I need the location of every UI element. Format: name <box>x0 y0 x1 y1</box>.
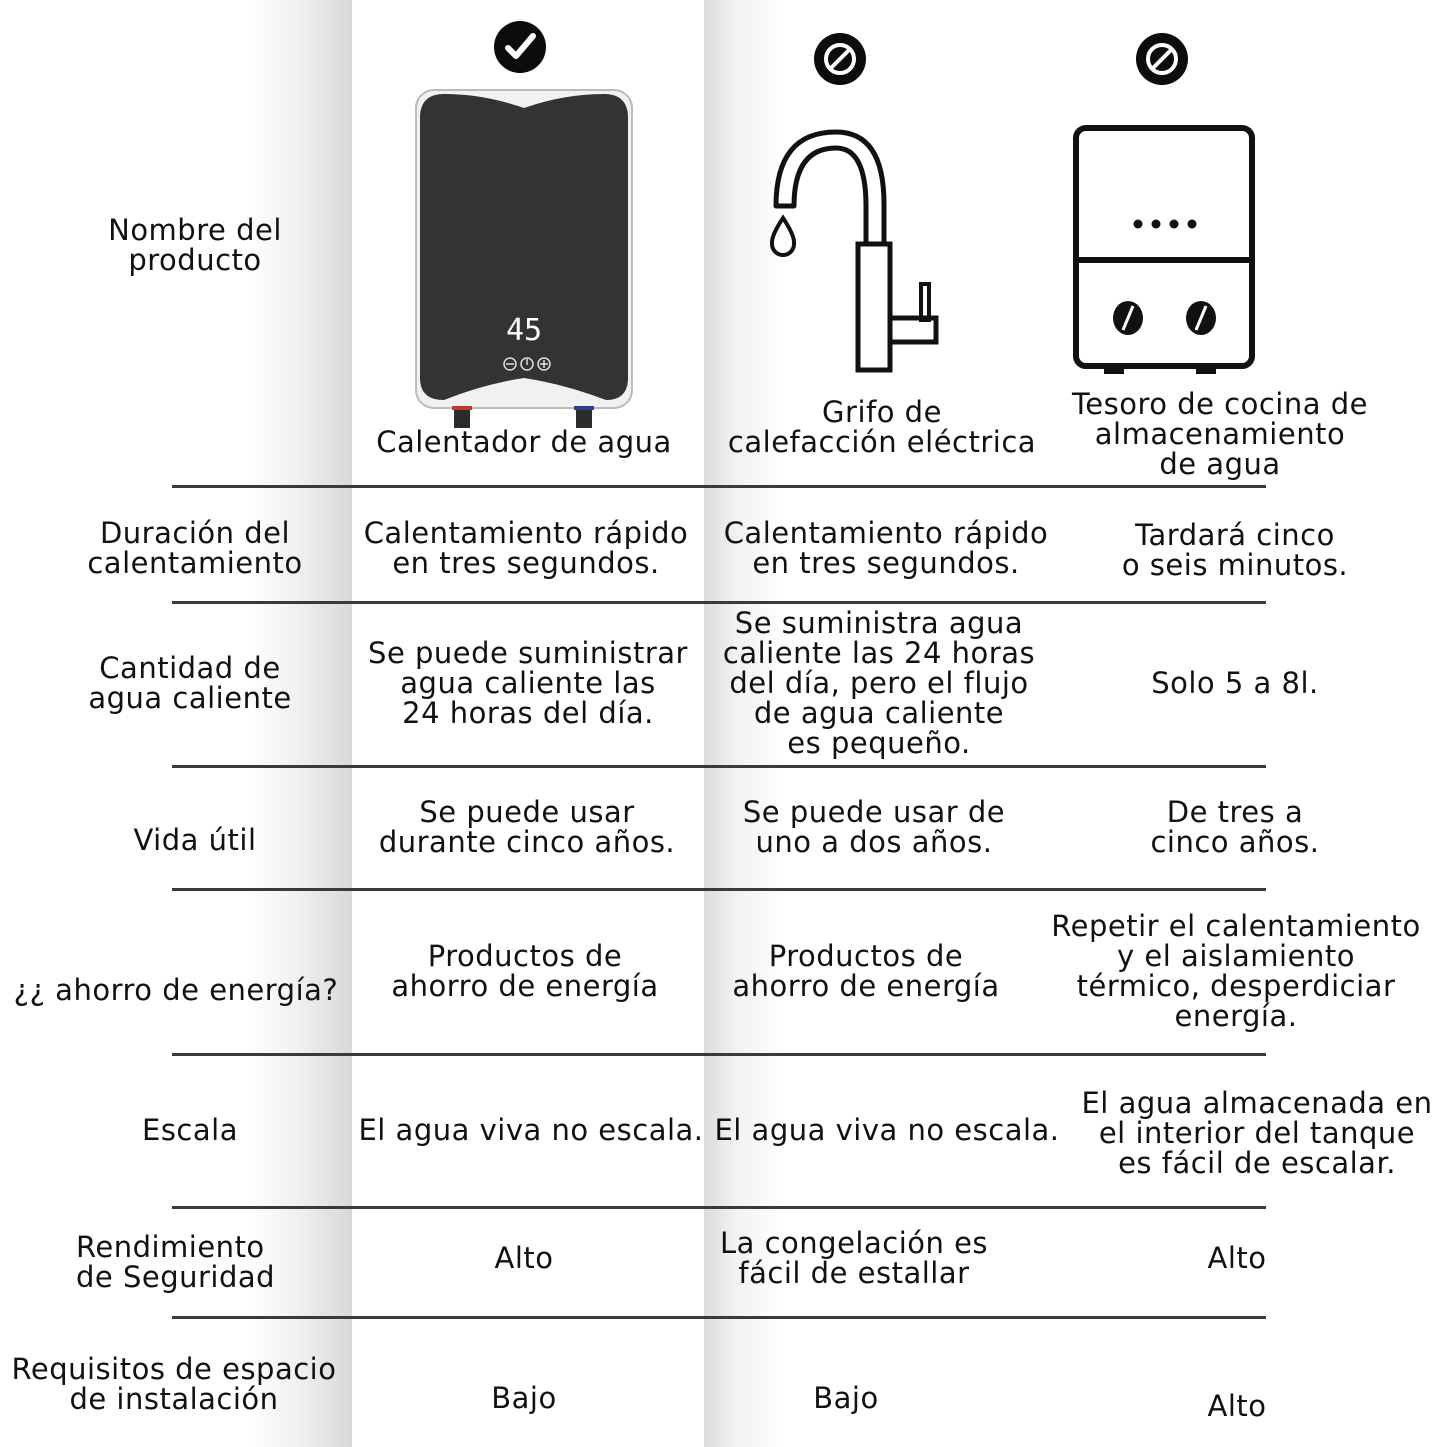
cell-value: Se puede suministrar agua caliente las 2… <box>368 636 688 730</box>
cell-value: Calentamiento rápido en tres segundos. <box>723 516 1049 580</box>
row-divider <box>172 601 1266 604</box>
row-divider <box>172 1053 1266 1056</box>
storage-heater-image <box>1073 125 1255 374</box>
row-label: Rendimiento de Seguridad <box>76 1230 276 1294</box>
cell-value: Productos de ahorro de energía <box>391 939 659 1003</box>
cell-value: El agua almacenada en el interior del ta… <box>1081 1086 1433 1180</box>
cell-value: Solo 5 a 8l. <box>1151 666 1319 700</box>
label-column-shade <box>0 0 352 1447</box>
cell-value: Bajo <box>813 1381 879 1415</box>
cell-value: Bajo <box>491 1381 557 1415</box>
row-divider <box>172 1316 1266 1319</box>
cell-value: Calentamiento rápido en tres segundos. <box>363 516 689 580</box>
product-name-storage-heater: Tesoro de cocina de almacenamiento de ag… <box>1071 387 1368 481</box>
cell-value: De tres a cinco años. <box>1150 795 1320 859</box>
product-name-electric-faucet: Grifo de calefacción eléctrica <box>727 395 1037 459</box>
cell-value: Se puede usar de uno a dos años. <box>742 795 1006 859</box>
svg-text:45: 45 <box>506 313 542 348</box>
prohibited-icon <box>814 33 866 85</box>
product-name-water-heater: Calentador de agua <box>376 425 672 459</box>
cell-value: Alto <box>1207 1241 1267 1275</box>
cell-value: Tardará cinco o seis minutos. <box>1121 518 1349 582</box>
row-label: ¿¿ ahorro de energía? <box>13 973 339 1007</box>
row-divider <box>172 765 1266 768</box>
row-divider <box>172 888 1266 891</box>
cell-value: La congelación es fácil de estallar <box>719 1226 989 1290</box>
electric-faucet-image <box>769 129 939 373</box>
cell-value: Alto <box>1207 1389 1267 1423</box>
cell-value: Repetir el calentamiento y el aislamient… <box>1051 909 1421 1033</box>
row-divider <box>172 1206 1266 1209</box>
row-label: Cantidad de agua caliente <box>88 651 292 715</box>
prohibited-icon <box>1136 33 1188 85</box>
cell-value: Se puede usar durante cinco años. <box>378 795 676 859</box>
row-label: Escala <box>142 1113 238 1147</box>
row-divider <box>172 485 1266 488</box>
row-label: Duración del calentamiento <box>87 516 303 580</box>
row-label: Vida útil <box>133 823 257 857</box>
cell-value: El agua viva no escala. <box>714 1113 1060 1147</box>
cell-value: Se suministra agua caliente las 24 horas… <box>722 606 1036 760</box>
cell-value: El agua viva no escala. <box>358 1113 704 1147</box>
water-heater-image: 45 <box>415 89 633 428</box>
row-label: Requisitos de espacio de instalación <box>11 1352 337 1416</box>
check-icon <box>494 21 546 73</box>
row-label-product-name: Nombre del producto <box>108 213 282 277</box>
cell-value: Productos de ahorro de energía <box>732 939 1000 1003</box>
cell-value: Alto <box>494 1241 554 1275</box>
